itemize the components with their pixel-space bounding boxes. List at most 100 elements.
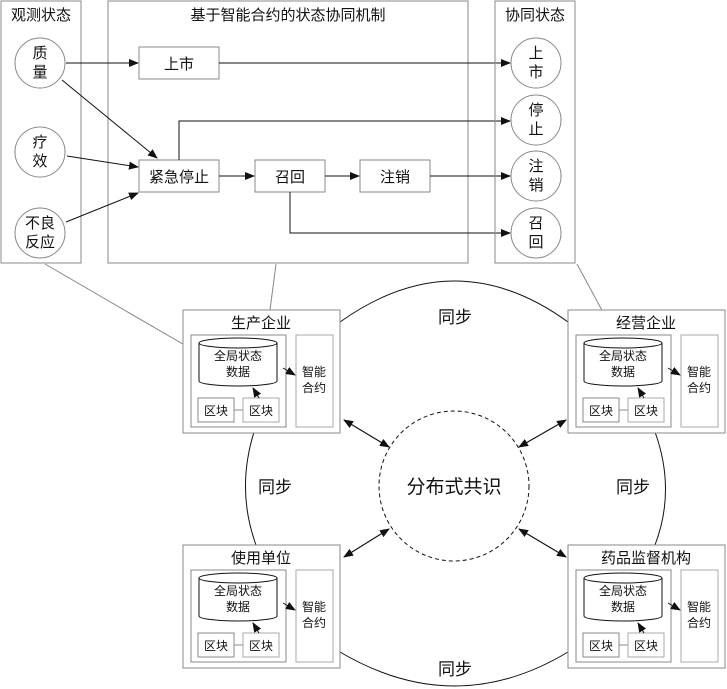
svg-text:数据: 数据 xyxy=(226,364,250,379)
svg-text:质: 质 xyxy=(32,44,47,62)
svg-text:区块: 区块 xyxy=(589,639,613,653)
sync-ring xyxy=(244,280,666,687)
svg-text:疗: 疗 xyxy=(32,133,47,151)
coordinated-item-cancel[interactable]: 注 销 xyxy=(510,150,562,202)
svg-text:止: 止 xyxy=(528,120,543,138)
org-name: 使用单位 xyxy=(231,549,291,567)
org-nodes: 生产企业全局状态数据区块区块智能合约经营企业全局状态数据区块区块智能合约使用单位… xyxy=(182,309,726,669)
coordinated-panel xyxy=(494,0,576,264)
svg-text:全局状态: 全局状态 xyxy=(599,348,647,363)
block: 区块 xyxy=(627,632,665,658)
svg-text:区块: 区块 xyxy=(589,404,613,418)
observed-item-adverse-reaction[interactable]: 不良 反应 xyxy=(14,207,66,259)
block-to-db-arrow xyxy=(252,622,262,634)
block: 区块 xyxy=(242,397,280,423)
observed-title: 观测状态 xyxy=(11,6,71,24)
sync-label-top: 同步 xyxy=(438,308,472,328)
svg-text:合约: 合约 xyxy=(687,615,711,630)
block-to-db-arrow xyxy=(637,622,647,634)
ledger-box xyxy=(575,334,672,428)
svg-text:销: 销 xyxy=(528,176,543,194)
mechanism-panel xyxy=(107,0,469,264)
svg-text:市: 市 xyxy=(528,63,543,81)
block: 区块 xyxy=(582,397,620,423)
svg-text:效: 效 xyxy=(32,152,47,170)
svg-text:区块: 区块 xyxy=(249,639,273,653)
smart-contract[interactable]: 智能合约 xyxy=(680,334,719,428)
svg-text:智能: 智能 xyxy=(687,364,711,379)
coordinated-item-recall[interactable]: 召 回 xyxy=(510,207,562,259)
svg-text:智能: 智能 xyxy=(302,364,326,379)
svg-text:区块: 区块 xyxy=(634,404,658,418)
svg-text:数据: 数据 xyxy=(226,599,250,614)
mechanism-title: 基于智能合约的状态协同机制 xyxy=(190,6,385,24)
svg-text:不良: 不良 xyxy=(25,214,55,232)
svg-text:注销: 注销 xyxy=(380,168,410,186)
svg-text:注: 注 xyxy=(528,157,543,175)
block: 区块 xyxy=(197,397,235,423)
org-regulator[interactable]: 药品监督机构全局状态数据区块区块智能合约 xyxy=(567,544,726,669)
db-to-contract-arrow xyxy=(282,602,296,611)
observed-item-quality[interactable]: 质 量 xyxy=(14,37,66,89)
org-producer[interactable]: 生产企业全局状态数据区块区块 智能合约 xyxy=(182,309,341,434)
smart-contract[interactable]: 智能合约 xyxy=(295,569,334,663)
block: 区块 xyxy=(197,632,235,658)
node-recall[interactable]: 召回 xyxy=(254,159,326,193)
svg-text:全局状态: 全局状态 xyxy=(214,583,262,598)
smart-contract[interactable]: 智能合约 xyxy=(295,334,334,428)
svg-text:紧急停止: 紧急停止 xyxy=(149,168,209,186)
coordinated-title: 协同状态 xyxy=(505,6,565,24)
svg-text:回: 回 xyxy=(528,233,543,251)
svg-text:全局状态: 全局状态 xyxy=(599,583,647,598)
svg-text:数据: 数据 xyxy=(611,364,635,379)
svg-text:全局状态: 全局状态 xyxy=(214,348,262,363)
db-to-contract-arrow xyxy=(282,367,296,376)
svg-text:区块: 区块 xyxy=(204,639,228,653)
node-emergency-stop[interactable]: 紧急停止 xyxy=(138,159,220,193)
org-name: 经营企业 xyxy=(616,314,676,332)
svg-text:停: 停 xyxy=(528,101,543,119)
svg-text:召: 召 xyxy=(528,214,543,232)
block-to-db-arrow xyxy=(637,387,647,399)
svg-text:数据: 数据 xyxy=(611,599,635,614)
consensus-arrows xyxy=(343,419,567,558)
sync-label-bottom: 同步 xyxy=(438,660,472,680)
org-name: 药品监督机构 xyxy=(601,549,691,567)
block: 区块 xyxy=(582,632,620,658)
connector-observed-to-producer xyxy=(44,263,201,355)
smart-contract[interactable]: 智能合约 xyxy=(680,569,719,663)
block: 区块 xyxy=(627,397,665,423)
sync-label-left: 同步 xyxy=(258,478,292,498)
coordinated-item-listing[interactable]: 上 市 xyxy=(510,37,562,89)
svg-text:合约: 合约 xyxy=(302,380,326,395)
observed-item-efficacy[interactable]: 疗 效 xyxy=(14,126,66,178)
consensus-label: 分布式共识 xyxy=(406,476,501,498)
svg-text:量: 量 xyxy=(32,63,47,81)
observed-panel xyxy=(0,0,82,264)
svg-text:上市: 上市 xyxy=(164,55,194,73)
svg-text:区块: 区块 xyxy=(249,404,273,418)
svg-text:区块: 区块 xyxy=(634,639,658,653)
block: 区块 xyxy=(242,632,280,658)
ledger-box xyxy=(190,569,287,663)
node-cancel[interactable]: 注销 xyxy=(359,159,431,193)
org-name: 生产企业 xyxy=(231,314,291,332)
svg-text:反应: 反应 xyxy=(25,233,55,251)
ledger-box xyxy=(575,569,672,663)
db-to-contract-arrow xyxy=(667,367,681,376)
svg-text:智能: 智能 xyxy=(302,599,326,614)
coordinated-item-stop[interactable]: 停 止 xyxy=(510,94,562,146)
sync-label-right: 同步 xyxy=(616,478,650,498)
node-listing[interactable]: 上市 xyxy=(138,46,220,80)
db-to-contract-arrow xyxy=(667,602,681,611)
consensus-circle xyxy=(378,410,530,562)
svg-text:召回: 召回 xyxy=(275,168,305,186)
svg-text:上: 上 xyxy=(528,44,543,62)
